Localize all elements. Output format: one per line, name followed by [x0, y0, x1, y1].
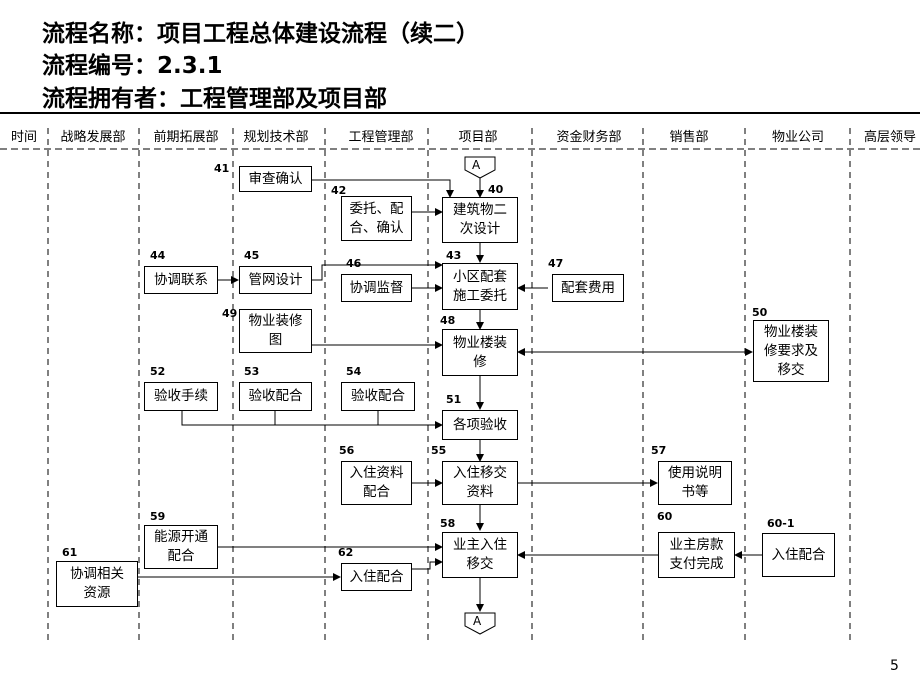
step-number: 54 — [346, 365, 362, 378]
step-number: 53 — [244, 365, 260, 378]
step-number: 55 — [431, 444, 447, 457]
step-49-decoration-drawing[interactable]: 物业装修图 — [239, 309, 312, 353]
step-number: 58 — [440, 517, 456, 530]
step-number: 43 — [446, 249, 462, 262]
step-number: 46 — [346, 257, 362, 270]
step-62-move-in-support[interactable]: 入住配合 — [341, 563, 412, 591]
column-header-expansion: 前期拓展部 — [153, 130, 219, 145]
connector-a-top: A — [472, 158, 481, 172]
step-55-handover-docs[interactable]: 入住移交资料 — [442, 461, 518, 505]
column-header-strategy: 战略发展部 — [60, 130, 126, 145]
column-header-engineering: 工程管理部 — [348, 130, 414, 145]
step-number: 42 — [331, 184, 347, 197]
step-number: 50 — [752, 306, 768, 319]
step-58-owner-move-in[interactable]: 业主入住移交 — [442, 532, 518, 578]
step-number: 48 — [440, 314, 456, 327]
process-name-title: 流程名称：项目工程总体建设流程（续二） — [42, 21, 479, 47]
process-owner-title: 流程拥有者：工程管理部及项目部 — [42, 86, 387, 112]
step-number: 40 — [488, 183, 504, 196]
step-number: 44 — [150, 249, 166, 262]
step-number: 57 — [651, 444, 667, 457]
step-59-energy-activation[interactable]: 能源开通配合 — [144, 525, 218, 569]
step-60-payment-complete[interactable]: 业主房款支付完成 — [658, 532, 735, 578]
step-number: 62 — [338, 546, 354, 559]
step-52-acceptance-procedure[interactable]: 验收手续 — [144, 382, 218, 411]
step-number: 59 — [150, 510, 166, 523]
step-number: 60 — [657, 510, 673, 523]
step-54-acceptance-support[interactable]: 验收配合 — [341, 382, 415, 411]
step-number: 45 — [244, 249, 260, 262]
page-number: 5 — [890, 658, 899, 674]
step-42-entrust-confirm[interactable]: 委托、配合、确认 — [341, 196, 412, 241]
step-46-supervision[interactable]: 协调监督 — [341, 274, 412, 302]
step-number: 56 — [339, 444, 355, 457]
column-header-planning: 规划技术部 — [243, 130, 309, 145]
step-50-decoration-requirements[interactable]: 物业楼装修要求及移交 — [753, 320, 829, 382]
step-number: 49 — [222, 307, 238, 320]
step-57-user-manual[interactable]: 使用说明书等 — [658, 461, 732, 505]
step-56-move-in-docs-support[interactable]: 入住资料配合 — [341, 461, 412, 505]
step-number: 60-1 — [767, 517, 795, 530]
column-header-finance: 资金财务部 — [556, 130, 622, 145]
step-61-coordinate-resources[interactable]: 协调相关资源 — [56, 561, 138, 607]
step-number: 47 — [548, 257, 564, 270]
step-41-review-confirm[interactable]: 审查确认 — [239, 166, 312, 192]
step-51-acceptance[interactable]: 各项验收 — [442, 410, 518, 440]
column-header-property: 物业公司 — [771, 130, 825, 145]
step-60-1-move-in-support[interactable]: 入住配合 — [762, 533, 835, 577]
header-rule — [0, 112, 920, 114]
process-number-title: 流程编号：2.3.1 — [42, 53, 223, 79]
step-47-supporting-fees[interactable]: 配套费用 — [552, 274, 624, 302]
step-43-construction-entrust[interactable]: 小区配套施工委托 — [442, 263, 518, 310]
column-header-sales: 销售部 — [669, 130, 709, 145]
column-header-leadership: 高层领导 — [863, 130, 917, 145]
step-48-building-decoration[interactable]: 物业楼装修 — [442, 329, 518, 376]
step-number: 61 — [62, 546, 78, 559]
step-number: 41 — [214, 162, 230, 175]
step-45-pipe-design[interactable]: 管网设计 — [239, 266, 312, 294]
step-53-acceptance-support[interactable]: 验收配合 — [239, 382, 312, 411]
step-number: 52 — [150, 365, 166, 378]
connector-a-bottom: A — [473, 614, 482, 628]
step-44-coordination[interactable]: 协调联系 — [144, 266, 218, 294]
column-header-time: 时间 — [10, 130, 38, 145]
step-40-secondary-design[interactable]: 建筑物二次设计 — [442, 197, 518, 243]
column-header-project: 项目部 — [458, 130, 498, 145]
step-number: 51 — [446, 393, 462, 406]
